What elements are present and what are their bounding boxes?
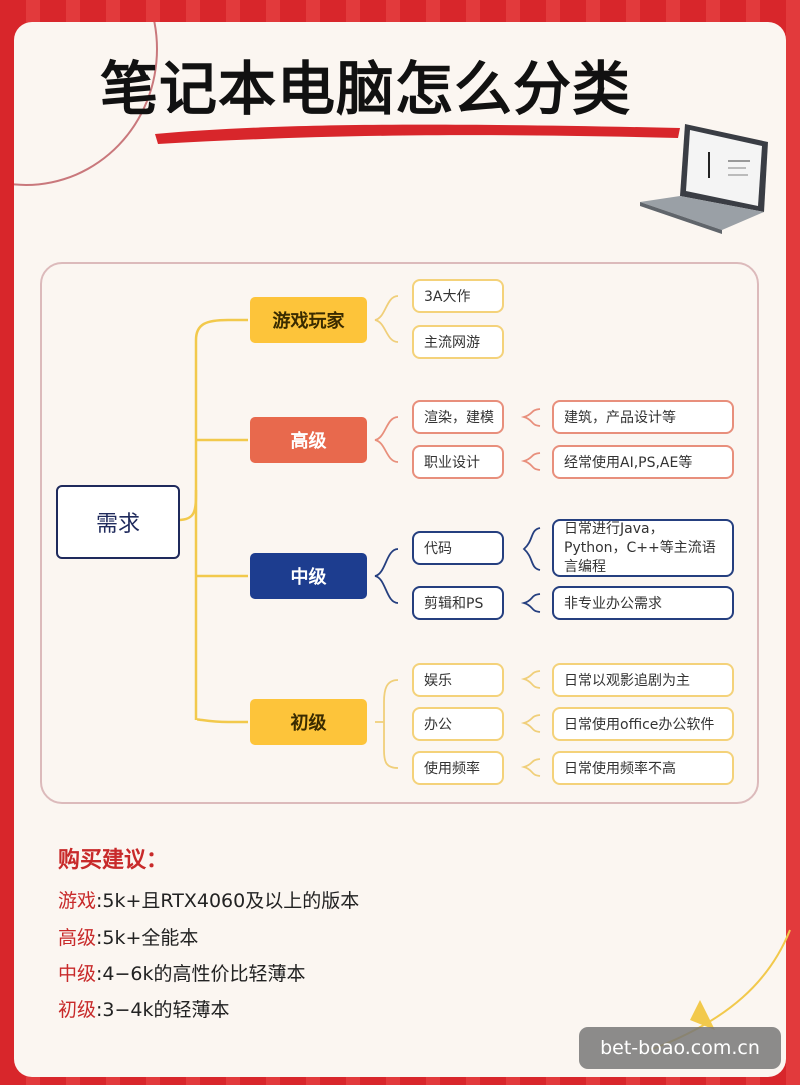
detail-programming: 日常进行Java，Python，C++等主流语言编程 (552, 519, 734, 577)
leaf-online-games: 主流网游 (412, 325, 504, 359)
detail-ai-ps-ae: 经常使用AI,PS,AE等 (552, 445, 734, 479)
leaf-aaa-games: 3A大作 (412, 279, 504, 313)
advice-title: 购买建议： (58, 848, 169, 873)
leaf-usage-frequency: 使用频率 (412, 751, 504, 785)
leaf-professional-design: 职业设计 (412, 445, 504, 479)
category-gamer: 游戏玩家 (250, 297, 367, 343)
advice-item-intermediate: 中级:4−6k的高性价比轻薄本 (58, 963, 306, 985)
mindmap-frame (40, 262, 759, 804)
leaf-entertainment: 娱乐 (412, 663, 504, 697)
detail-movies: 日常以观影追剧为主 (552, 663, 734, 697)
laptop-illustration (640, 124, 768, 234)
page-title: 笔记本电脑怎么分类 (100, 55, 632, 123)
title-underline-brush (155, 124, 680, 144)
advice-item-gaming: 游戏:5k+且RTX4060及以上的版本 (58, 890, 360, 912)
category-beginner: 初级 (250, 699, 367, 745)
leaf-code: 代码 (412, 531, 504, 565)
category-intermediate: 中级 (250, 553, 367, 599)
watermark: bet-boao.com.cn (579, 1027, 781, 1069)
detail-office-needs: 非专业办公需求 (552, 586, 734, 620)
root-node-needs: 需求 (56, 485, 180, 559)
advice-item-beginner: 初级:3−4k的轻薄本 (58, 999, 230, 1021)
category-advanced: 高级 (250, 417, 367, 463)
leaf-rendering-modeling: 渲染，建模 (412, 400, 504, 434)
advice-item-advanced: 高级:5k+全能本 (58, 927, 199, 949)
detail-office-software: 日常使用office办公软件 (552, 707, 734, 741)
leaf-editing-ps: 剪辑和PS (412, 586, 504, 620)
detail-low-frequency: 日常使用频率不高 (552, 751, 734, 785)
leaf-office: 办公 (412, 707, 504, 741)
detail-architecture-design: 建筑，产品设计等 (552, 400, 734, 434)
